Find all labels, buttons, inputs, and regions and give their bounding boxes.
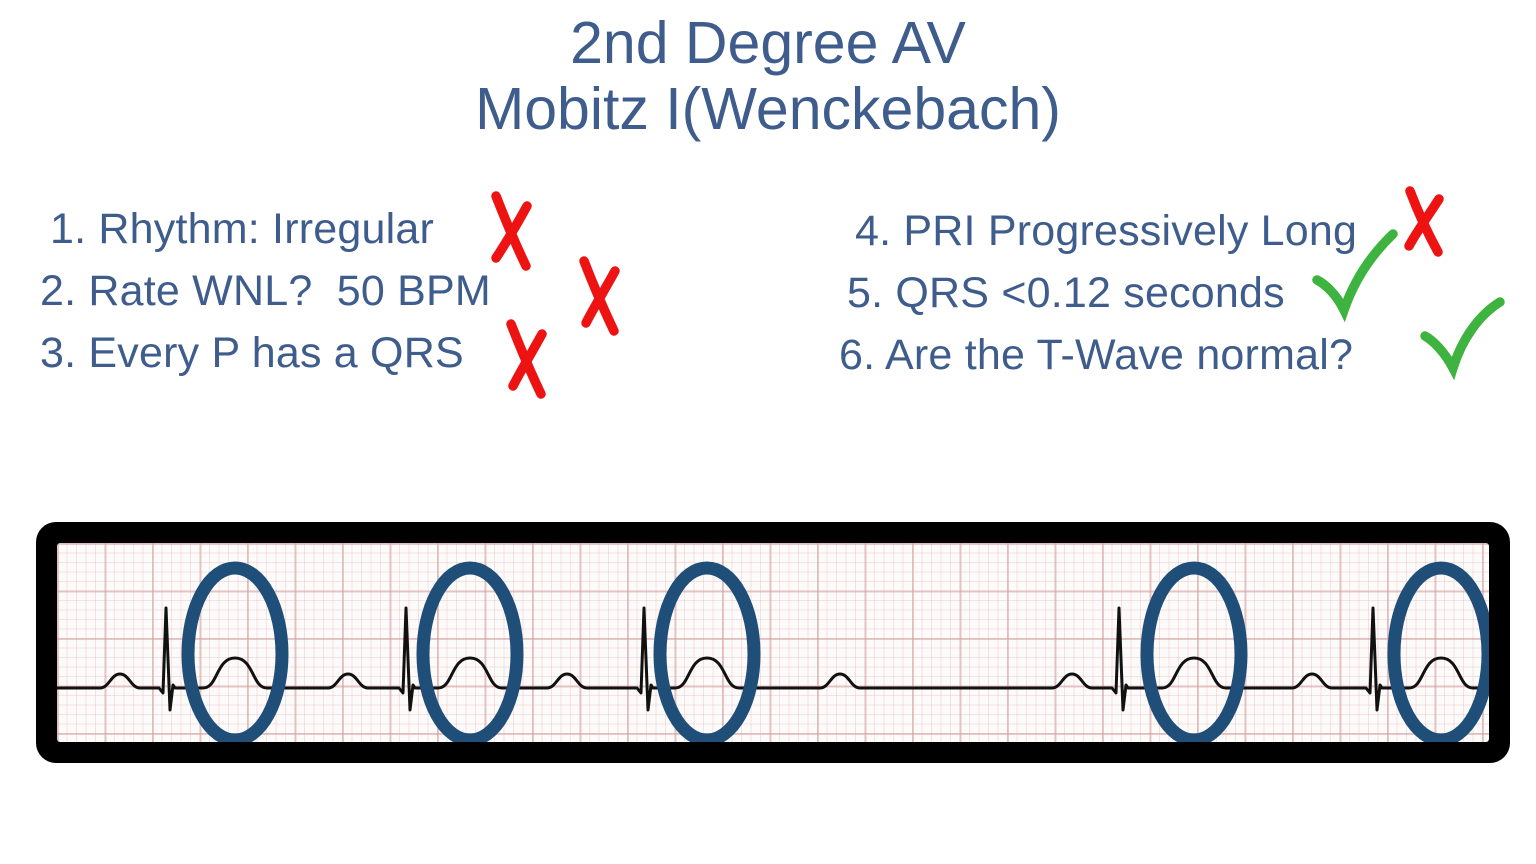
check-mark-item-6 bbox=[1420, 297, 1505, 381]
cross-mark-item-1 bbox=[491, 191, 532, 271]
checklist-item-2: 2. Rate WNL? 50 BPM bbox=[40, 267, 491, 315]
checklist-item-3: 3. Every P has a QRS bbox=[40, 329, 464, 377]
title-line-2: Mobitz I(Wenckebach) bbox=[475, 76, 1061, 142]
checklist-right: 4. PRI Progressively Long 5. QRS <0.12 s… bbox=[839, 200, 1357, 386]
ecg-strip-frame bbox=[36, 522, 1510, 763]
title-line-1: 2nd Degree AV bbox=[570, 10, 966, 76]
slide-title: 2nd Degree AV Mobitz I(Wenckebach) bbox=[0, 10, 1536, 142]
t-wave-circle bbox=[416, 561, 524, 742]
checklist-item-5: 5. QRS <0.12 seconds bbox=[847, 269, 1285, 317]
t-wave-circle bbox=[1140, 561, 1248, 742]
t-wave-circle bbox=[653, 561, 761, 742]
checklist-left: 1. Rhythm: Irregular 2. Rate WNL? 50 BPM… bbox=[40, 198, 491, 384]
t-wave-circle bbox=[1387, 561, 1489, 742]
checklist-item-6: 6. Are the T-Wave normal? bbox=[839, 331, 1354, 379]
ecg-trace bbox=[57, 606, 1489, 712]
cross-mark-item-3 bbox=[506, 319, 547, 399]
ecg-waveform bbox=[57, 561, 1489, 742]
t-wave-circle bbox=[181, 561, 289, 742]
checklist-item-4: 4. PRI Progressively Long bbox=[855, 207, 1358, 255]
cross-mark-item-2 bbox=[579, 256, 620, 336]
checklist-item-1: 1. Rhythm: Irregular bbox=[50, 205, 434, 253]
cross-mark-item-4 bbox=[1404, 186, 1444, 257]
ecg-grid-paper bbox=[57, 543, 1489, 742]
